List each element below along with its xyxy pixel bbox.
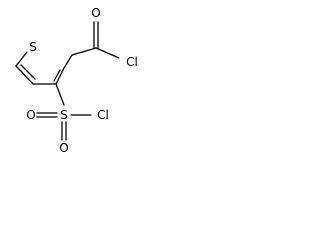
bond-c4-c5-inner xyxy=(20,64,36,80)
bond-c3-sulfonyl xyxy=(55,83,65,106)
bond-carbonyl-cl xyxy=(95,47,120,59)
bond-c2-carbonyl xyxy=(71,47,97,56)
atom-sulfur-ring: S xyxy=(29,40,37,54)
bond-c5-s1 xyxy=(15,51,28,67)
bond-s1-c2 xyxy=(63,54,73,69)
atom-oxygen-carbonyl: O xyxy=(91,6,100,20)
atom-chlorine-sulfonyl: Cl xyxy=(97,108,109,122)
bond-c4-c5 xyxy=(15,65,34,85)
atom-oxygen-sulfonyl-left: O xyxy=(26,108,35,122)
structure-diagram: S O Cl S O O Cl xyxy=(15,6,138,155)
bond-c2-c3 xyxy=(55,67,65,85)
atom-sulfur-sulfonyl: S xyxy=(60,108,68,122)
atom-oxygen-sulfonyl-bottom: O xyxy=(59,141,68,155)
atom-chlorine-acyl: Cl xyxy=(126,55,138,69)
bond-c2-c3-inner xyxy=(53,69,61,82)
